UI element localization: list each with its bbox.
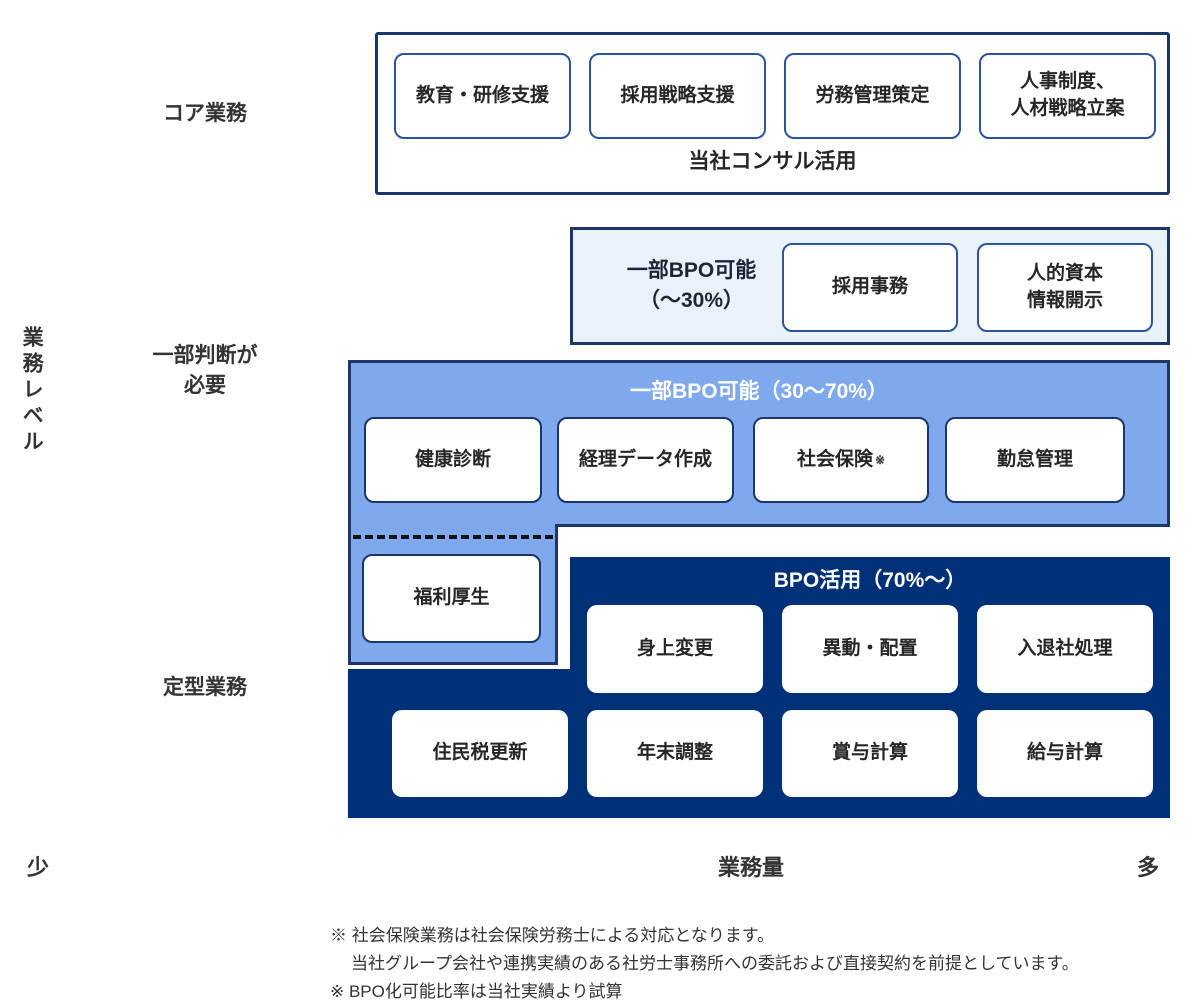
bpo70-item: 身上変更	[587, 605, 763, 693]
bpo30-title: 一部BPO可能 （～30%）	[626, 259, 757, 312]
bpo30-item: 採用事務	[782, 243, 958, 332]
footnote: ※ BPO化可能比率は当社実績より試算	[330, 982, 623, 1001]
bpo3070-item: 健康診断	[364, 417, 542, 503]
bpo70-item: 入退社処理	[977, 605, 1153, 693]
bpo70-item: 賞与計算	[782, 710, 958, 797]
footnote: 当社グループ会社や連携実績のある社労士事務所への委託および直接契約を前提としてい…	[351, 954, 1079, 973]
consult-item: 労務管理策定	[784, 53, 961, 139]
bpo70-item: 年末調整	[587, 710, 763, 797]
consult-section: 教育・研修支援 採用戦略支援 労務管理策定 人事制度、 人材戦略立案 当社コンサ…	[375, 32, 1170, 195]
bpo30-section: 一部BPO可能 （～30%） 採用事務 人的資本 情報開示	[570, 227, 1170, 345]
bpo3070-title: 一部BPO可能（30～70%）	[630, 380, 888, 403]
bpo30-item: 人的資本 情報開示	[977, 243, 1153, 332]
bpo70-section: BPO活用（70%～） 身上変更 異動・配置 入退社処理	[570, 557, 1170, 818]
bpo70-item: 異動・配置	[782, 605, 958, 693]
bpo3070-item: 経理データ作成	[557, 417, 734, 503]
bpo3070-item: 社会保険※	[753, 417, 929, 503]
bpo70-item: 給与計算	[977, 710, 1153, 797]
bpo3070-section: 一部BPO可能（30～70%） 健康診断 経理データ作成 社会保険※ 勤怠管理	[348, 360, 1170, 527]
bpo3070-item: 勤怠管理	[945, 417, 1125, 503]
bpo3070-leg: 福利厚生	[348, 524, 558, 665]
row-label-core: コア業務	[163, 102, 247, 125]
bpo70-item: 住民税更新	[392, 710, 568, 797]
y-axis-label: 業務レベル	[20, 326, 44, 456]
dashed-divider	[353, 535, 553, 539]
consult-caption: 当社コンサル活用	[688, 150, 857, 173]
footnote: ※ 社会保険業務は社会保険労務士による対応となります。	[330, 926, 775, 945]
consult-item: 採用戦略支援	[589, 53, 766, 139]
row-label-routine: 定型業務	[163, 676, 247, 699]
bpo70-title: BPO活用（70%～）	[773, 569, 967, 592]
welfare-item: 福利厚生	[362, 554, 541, 643]
bpo3070-item-label: 社会保険	[796, 448, 873, 470]
x-axis-max-label: 多	[1136, 855, 1159, 880]
consult-item: 人事制度、 人材戦略立案	[979, 53, 1156, 139]
x-axis-min-label: 少	[26, 855, 49, 880]
x-axis-label: 業務量	[717, 855, 784, 880]
consult-item: 教育・研修支援	[394, 53, 571, 139]
footnote-mark: ※	[874, 452, 886, 467]
row-label-partial-judgment: 一部判断が 必要	[152, 344, 258, 397]
